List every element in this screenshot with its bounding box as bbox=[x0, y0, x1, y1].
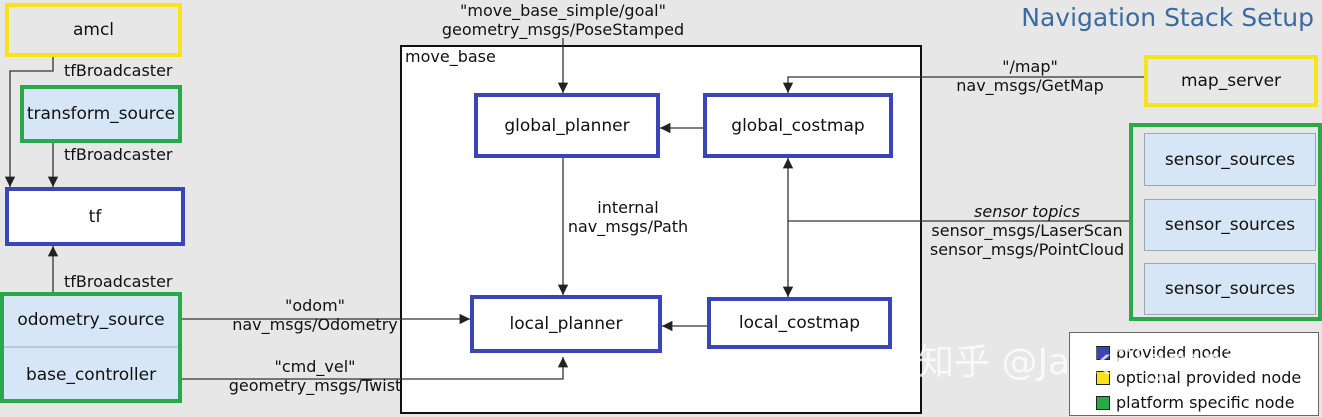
diagram-title: Navigation Stack Setup bbox=[1021, 3, 1314, 32]
map-topic: "/map" bbox=[1002, 57, 1058, 76]
node-global-costmap: global_costmap bbox=[703, 93, 893, 158]
group-divider bbox=[4, 346, 178, 348]
legend-provided-label: provided node bbox=[1116, 343, 1232, 362]
legend-provided: provided node bbox=[1096, 343, 1231, 362]
edge-label-path: internal nav_msgs/Path bbox=[560, 198, 696, 236]
legend: provided node optional provided node pla… bbox=[1069, 332, 1319, 416]
edge-label-sensors: sensor topics sensor_msgs/LaserScan sens… bbox=[925, 202, 1129, 259]
sensor-type-laserscan: sensor_msgs/LaserScan bbox=[931, 221, 1123, 240]
map-type: nav_msgs/GetMap bbox=[956, 76, 1104, 95]
node-sensor-sources-1-label: sensor_sources bbox=[1164, 149, 1296, 170]
node-map-server: map_server bbox=[1144, 55, 1318, 107]
sensor-type-pointcloud: sensor_msgs/PointCloud bbox=[929, 240, 1125, 259]
legend-optional-label: optional provided node bbox=[1116, 368, 1302, 387]
legend-platform-label: platform specific node bbox=[1116, 393, 1295, 412]
legend-optional: optional provided node bbox=[1096, 368, 1301, 387]
node-global-planner-label: global_planner bbox=[504, 115, 630, 136]
node-global-planner: global_planner bbox=[474, 93, 660, 158]
node-amcl-label: amcl bbox=[72, 20, 115, 40]
node-sensor-sources-3-label: sensor_sources bbox=[1164, 279, 1296, 299]
node-base-controller-label: base_controller bbox=[25, 364, 157, 385]
edge-label-odometry-tf: tfBroadcaster bbox=[64, 272, 173, 291]
node-transform-source: transform_source bbox=[20, 85, 182, 143]
node-map-server-label: map_server bbox=[1180, 71, 1282, 91]
node-sensor-sources-1: sensor_sources bbox=[1144, 133, 1316, 186]
node-tf: tf bbox=[5, 187, 185, 246]
node-sensor-sources-3: sensor_sources bbox=[1144, 263, 1316, 315]
node-tf-label: tf bbox=[88, 206, 102, 227]
node-local-costmap: local_costmap bbox=[707, 297, 892, 349]
cmd-type: geometry_msgs/Twist bbox=[228, 376, 402, 395]
goal-type: geometry_msgs/PoseStamped bbox=[441, 20, 685, 39]
node-odometry-source: odometry_source bbox=[4, 296, 178, 344]
cmd-topic: "cmd_vel" bbox=[274, 357, 356, 376]
odom-topic: "odom" bbox=[284, 296, 346, 315]
node-sensor-sources-2-label: sensor_sources bbox=[1164, 215, 1296, 235]
node-local-planner: local_planner bbox=[470, 295, 662, 353]
edge-label-transform-tf: tfBroadcaster bbox=[64, 145, 173, 164]
edge-label-cmd-vel: "cmd_vel" geometry_msgs/Twist bbox=[200, 357, 430, 395]
path-type: nav_msgs/Path bbox=[567, 217, 689, 236]
node-sensor-sources-2: sensor_sources bbox=[1144, 199, 1316, 251]
move-base-label: move_base bbox=[405, 47, 496, 66]
sensor-topic: sensor topics bbox=[974, 202, 1080, 221]
node-odometry-source-label: odometry_source bbox=[17, 310, 165, 330]
edge-label-amcl-tf: tfBroadcaster bbox=[64, 61, 173, 80]
goal-topic: "move_base_simple/goal" bbox=[460, 1, 666, 20]
edge-label-map: "/map" nav_msgs/GetMap bbox=[940, 57, 1120, 95]
node-transform-source-label: transform_source bbox=[26, 104, 176, 124]
path-topic: internal bbox=[597, 198, 659, 217]
odom-type: nav_msgs/Odometry bbox=[232, 315, 398, 334]
node-base-controller: base_controller bbox=[4, 350, 178, 399]
node-local-costmap-label: local_costmap bbox=[738, 313, 861, 333]
legend-platform: platform specific node bbox=[1096, 393, 1295, 412]
node-global-costmap-label: global_costmap bbox=[731, 115, 865, 136]
node-amcl: amcl bbox=[5, 3, 182, 57]
edge-label-odom: "odom" nav_msgs/Odometry bbox=[205, 296, 425, 334]
legend-swatch-blue bbox=[1096, 345, 1110, 360]
node-local-planner-label: local_planner bbox=[509, 314, 623, 334]
edge-label-goal: "move_base_simple/goal" geometry_msgs/Po… bbox=[428, 1, 698, 39]
legend-swatch-yellow bbox=[1096, 370, 1110, 385]
legend-swatch-green bbox=[1096, 395, 1110, 410]
watermark: 知乎 @JackSigmoid bbox=[918, 342, 1257, 383]
